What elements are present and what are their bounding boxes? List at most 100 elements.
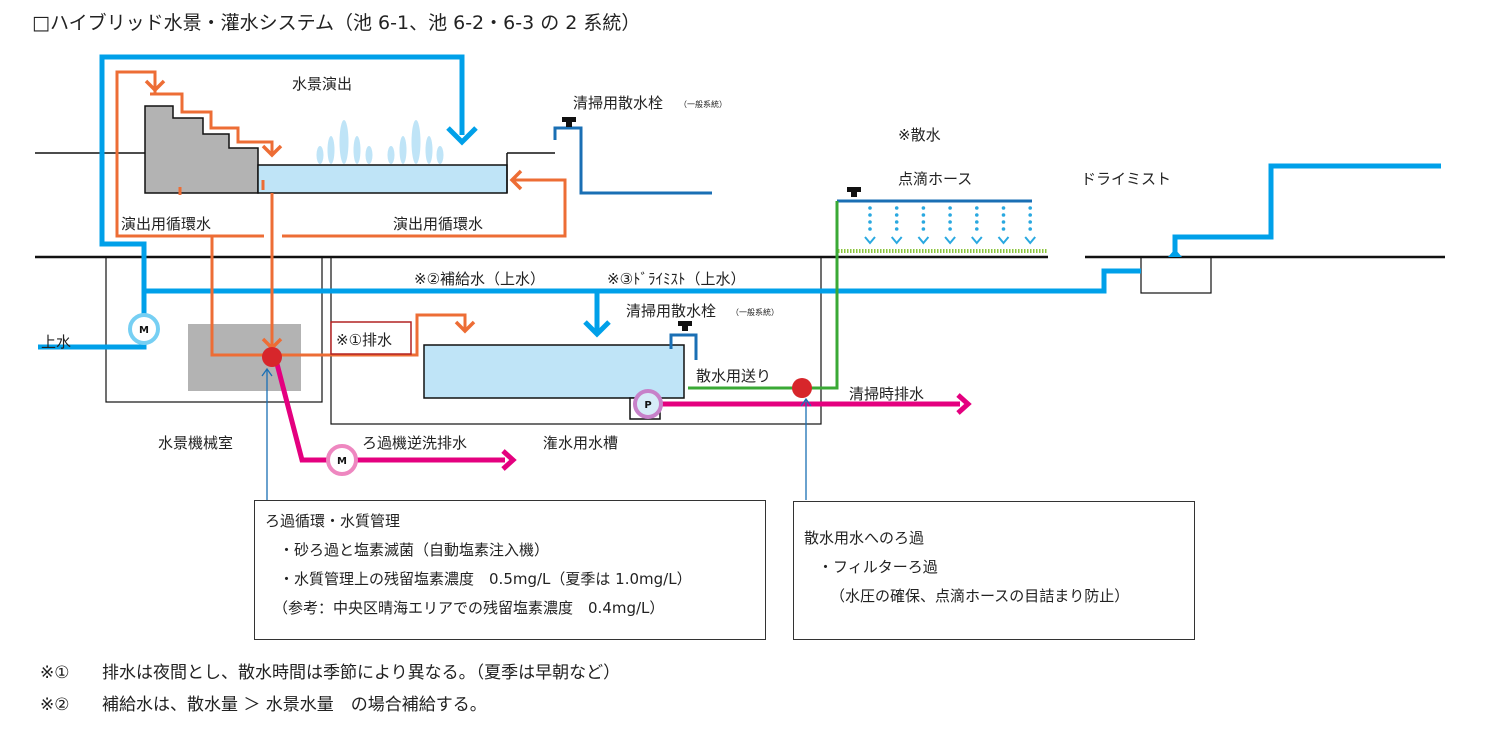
label-machine-room: 水景機械室 — [158, 434, 233, 452]
footnote-1: ※① 排水は夜間とし、散水時間は季節により異なる。（夏季は早朝など） — [40, 657, 620, 689]
pump-icon: P — [633, 389, 663, 419]
filter-box-title: ろ過循環・水質管理 — [265, 512, 401, 530]
drip-dot — [948, 213, 952, 217]
footnote-text: 排水は夜間とし、散水時間は季節により異なる。（夏季は早朝など） — [102, 663, 621, 683]
label-irrigation-tank: 潅水用水槽 — [543, 434, 618, 452]
spray-box-line: （水圧の確保、点滴ホースの目詰まり防止） — [830, 587, 1130, 605]
drip-dot — [894, 206, 899, 210]
arrow-right-icon — [956, 393, 972, 415]
label-hydrant-tank: 清掃用散水栓 — [626, 302, 716, 320]
drip-dot — [1001, 213, 1006, 217]
drip-dot — [1028, 206, 1032, 210]
drip-dot — [1001, 227, 1006, 231]
label-circ-water-right: 演出用循環水 — [393, 215, 483, 233]
drip-drop-column — [971, 206, 983, 245]
page-title: □ハイブリッド水景・灌水システム（池 6-1、池 6-2・6-3 の 2 系統） — [32, 11, 640, 34]
supply-arrows — [446, 126, 611, 338]
drip-dot — [921, 206, 926, 210]
drip-drop-column — [944, 206, 956, 245]
drip-dot — [1001, 206, 1006, 210]
dry-mist-spray — [1302, 171, 1436, 240]
supply-water-pipes — [38, 54, 1441, 350]
drip-dot — [894, 213, 899, 217]
drip-drops — [864, 206, 1036, 245]
filter-box-line: ・砂ろ過と塩素滅菌（自動塩素注入機） — [279, 541, 550, 559]
drip-dot — [1028, 227, 1032, 231]
hydrant-pipes — [553, 126, 1032, 360]
drip-dot — [894, 227, 899, 231]
drip-dot — [868, 227, 872, 231]
svg-text:M: M — [139, 325, 149, 336]
drip-drop-column — [917, 206, 930, 245]
arrow-right-icon — [501, 449, 517, 471]
junction-spray-filter — [792, 378, 812, 398]
junction-filter — [262, 347, 282, 367]
drip-dot — [975, 206, 979, 210]
drip-dot — [1028, 213, 1032, 217]
drip-drop-column — [1024, 206, 1036, 245]
footnotes: ※① 排水は夜間とし、散水時間は季節により異なる。（夏季は早朝など） ※② 補給水は… — [40, 657, 620, 721]
fountain-structure — [144, 105, 508, 194]
label-hydrant-tank-sub: （一般系統） — [731, 307, 779, 317]
drain-arrows — [501, 393, 972, 471]
drip-drop-column — [890, 206, 903, 245]
svg-text:P: P — [644, 400, 651, 411]
fountain-jets — [316, 120, 444, 164]
filter-box-line: （参考：中央区晴海エリアでの残留塩素濃度 0.4mg/L） — [273, 599, 665, 617]
drip-arrow — [971, 236, 983, 245]
filter-equipment — [188, 324, 301, 391]
drip-arrow — [890, 236, 903, 245]
label-drain-note: ※①排水 — [336, 331, 392, 349]
drip-dot — [948, 206, 952, 210]
meter-icon-supply: M — [128, 313, 160, 345]
label-circ-water-left: 演出用循環水 — [121, 215, 211, 233]
drip-dot — [948, 227, 952, 231]
drain-note-box — [330, 321, 412, 355]
drip-arrow — [944, 236, 956, 245]
valve-icon — [678, 321, 692, 331]
label-spray-feed: 散水用送り — [696, 367, 771, 385]
svg-text:M: M — [337, 456, 347, 467]
spray-box-title: 散水用水へのろ過 — [804, 529, 925, 547]
spray-box-line: ・フィルターろ過 — [818, 558, 938, 576]
drip-dot — [975, 213, 979, 217]
footnote-mark: ※① — [40, 663, 70, 683]
drip-dot — [868, 213, 872, 217]
drip-dot — [975, 220, 979, 224]
drip-dot — [975, 227, 979, 231]
cascade-steps — [144, 105, 259, 194]
drip-dot — [894, 220, 899, 224]
mist-pit — [1140, 256, 1212, 294]
valve-icon — [562, 117, 576, 127]
filter-box-line: ・水質管理上の残留塩素濃度 0.5mg/L（夏季は 1.0mg/L） — [279, 570, 692, 588]
label-fountain-show: 水景演出 — [292, 75, 352, 93]
mist-nozzle-base — [1168, 249, 1182, 257]
spray-info-box: 散水用水へのろ過 ・フィルターろ過 （水圧の確保、点滴ホースの目詰まり防止） — [793, 501, 1195, 640]
drip-arrow — [1024, 236, 1036, 245]
footnote-mark: ※② — [40, 695, 70, 715]
drip-arrow — [864, 236, 876, 245]
label-city-water: 上水 — [41, 333, 71, 351]
pointer-lines — [261, 367, 812, 500]
drip-dot — [921, 213, 926, 217]
label-hydrant-top: 清掃用散水栓 — [573, 94, 663, 112]
valve-icon — [847, 187, 861, 197]
drip-dot — [1028, 220, 1032, 224]
label-backwash-drain: ろ過機逆洗排水 — [362, 434, 467, 452]
fountain-pool — [257, 164, 508, 194]
footnote-text: 補給水は、散水量 ＞ 水景水量 の場合補給する。 — [102, 695, 487, 715]
drip-dot — [868, 206, 872, 210]
label-drip-hose: 点滴ホース — [898, 170, 972, 188]
drip-arrow — [917, 236, 930, 245]
drip-dot — [868, 220, 872, 224]
drip-dot — [921, 227, 926, 231]
spray-feed-pipe — [688, 201, 839, 390]
machine-room-outline — [105, 256, 323, 403]
filter-info-box: ろ過循環・水質管理 ・砂ろ過と塩素滅菌（自動塩素注入機） ・水質管理上の残留塩素… — [254, 500, 766, 640]
label-makeup-water: ※②補給水（上水） — [414, 270, 545, 288]
irrigation-tank — [423, 344, 685, 399]
circulation-pipes — [115, 70, 567, 357]
drip-dot — [948, 220, 952, 224]
hydrant-valve-icons — [562, 117, 861, 331]
